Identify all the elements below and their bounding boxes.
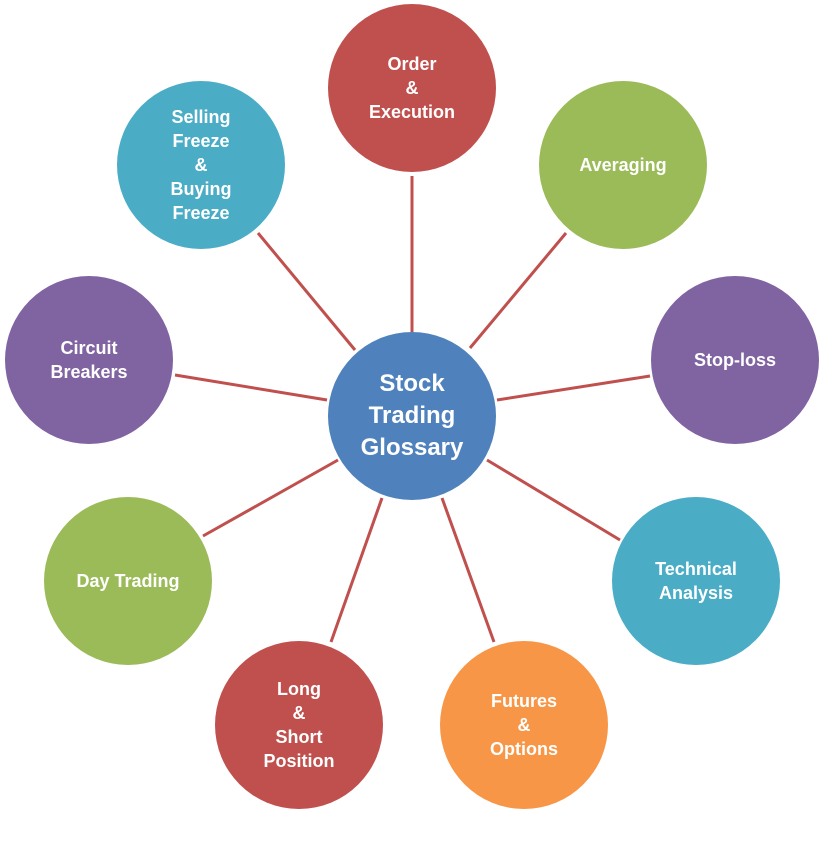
node-label-line: Analysis — [658, 583, 734, 603]
connector-technical-analysis — [486, 458, 621, 542]
node-label-line: Breakers — [50, 362, 128, 382]
connector-averaging — [468, 232, 568, 349]
node-label-line: Futures — [490, 691, 557, 711]
node-selling-buying-freeze: Selling Freeze & Buying Freeze — [117, 81, 285, 249]
node-label-line: Freeze — [172, 131, 230, 151]
node-label-line: Selling — [171, 107, 231, 127]
node-label-line: Long — [277, 679, 321, 699]
node-label-line: & — [292, 703, 306, 723]
node-label-line: & — [194, 155, 208, 175]
node-label-line: Buying — [170, 179, 232, 199]
node-label-line: Freeze — [172, 203, 230, 223]
node-label-line: Execution — [368, 102, 456, 122]
node-label-line: Averaging — [579, 155, 667, 175]
node-label-line: Position — [263, 751, 335, 771]
center-title-line: Glossary — [360, 434, 464, 461]
node-stop-loss: Stop-loss — [651, 276, 819, 444]
node-order-execution: Order & Execution — [328, 4, 496, 172]
center-title-line: Stock — [379, 370, 445, 397]
center-title-line: Trading — [368, 402, 456, 429]
center-node-stock-trading-glossary: Stock Trading Glossary — [328, 332, 496, 500]
connector-day-trading — [202, 458, 339, 538]
node-label-line: Technical — [655, 559, 737, 579]
connector-circuit-breakers — [174, 373, 328, 402]
connector-long-short-position — [329, 497, 384, 643]
node-technical-analysis: Technical Analysis — [612, 497, 780, 665]
connector-selling-buying-freeze — [256, 232, 357, 351]
node-label-line: & — [405, 78, 419, 98]
node-day-trading: Day Trading — [44, 497, 212, 665]
connector-stop-loss — [496, 374, 651, 402]
node-averaging: Averaging — [539, 81, 707, 249]
node-label-line: Short — [275, 727, 323, 747]
connector-futures-options — [440, 497, 496, 643]
node-label-line: Options — [490, 739, 558, 759]
node-circuit-breakers: Circuit Breakers — [5, 276, 173, 444]
node-futures-options: Futures & Options — [440, 641, 608, 809]
node-label-line: Day Trading — [76, 571, 180, 591]
node-label-line: Order — [387, 54, 437, 74]
node-label-line: Circuit — [60, 338, 118, 358]
node-long-short-position: Long & Short Position — [215, 641, 383, 809]
node-label-line: & — [517, 715, 531, 735]
node-label-line: Stop-loss — [693, 350, 776, 370]
